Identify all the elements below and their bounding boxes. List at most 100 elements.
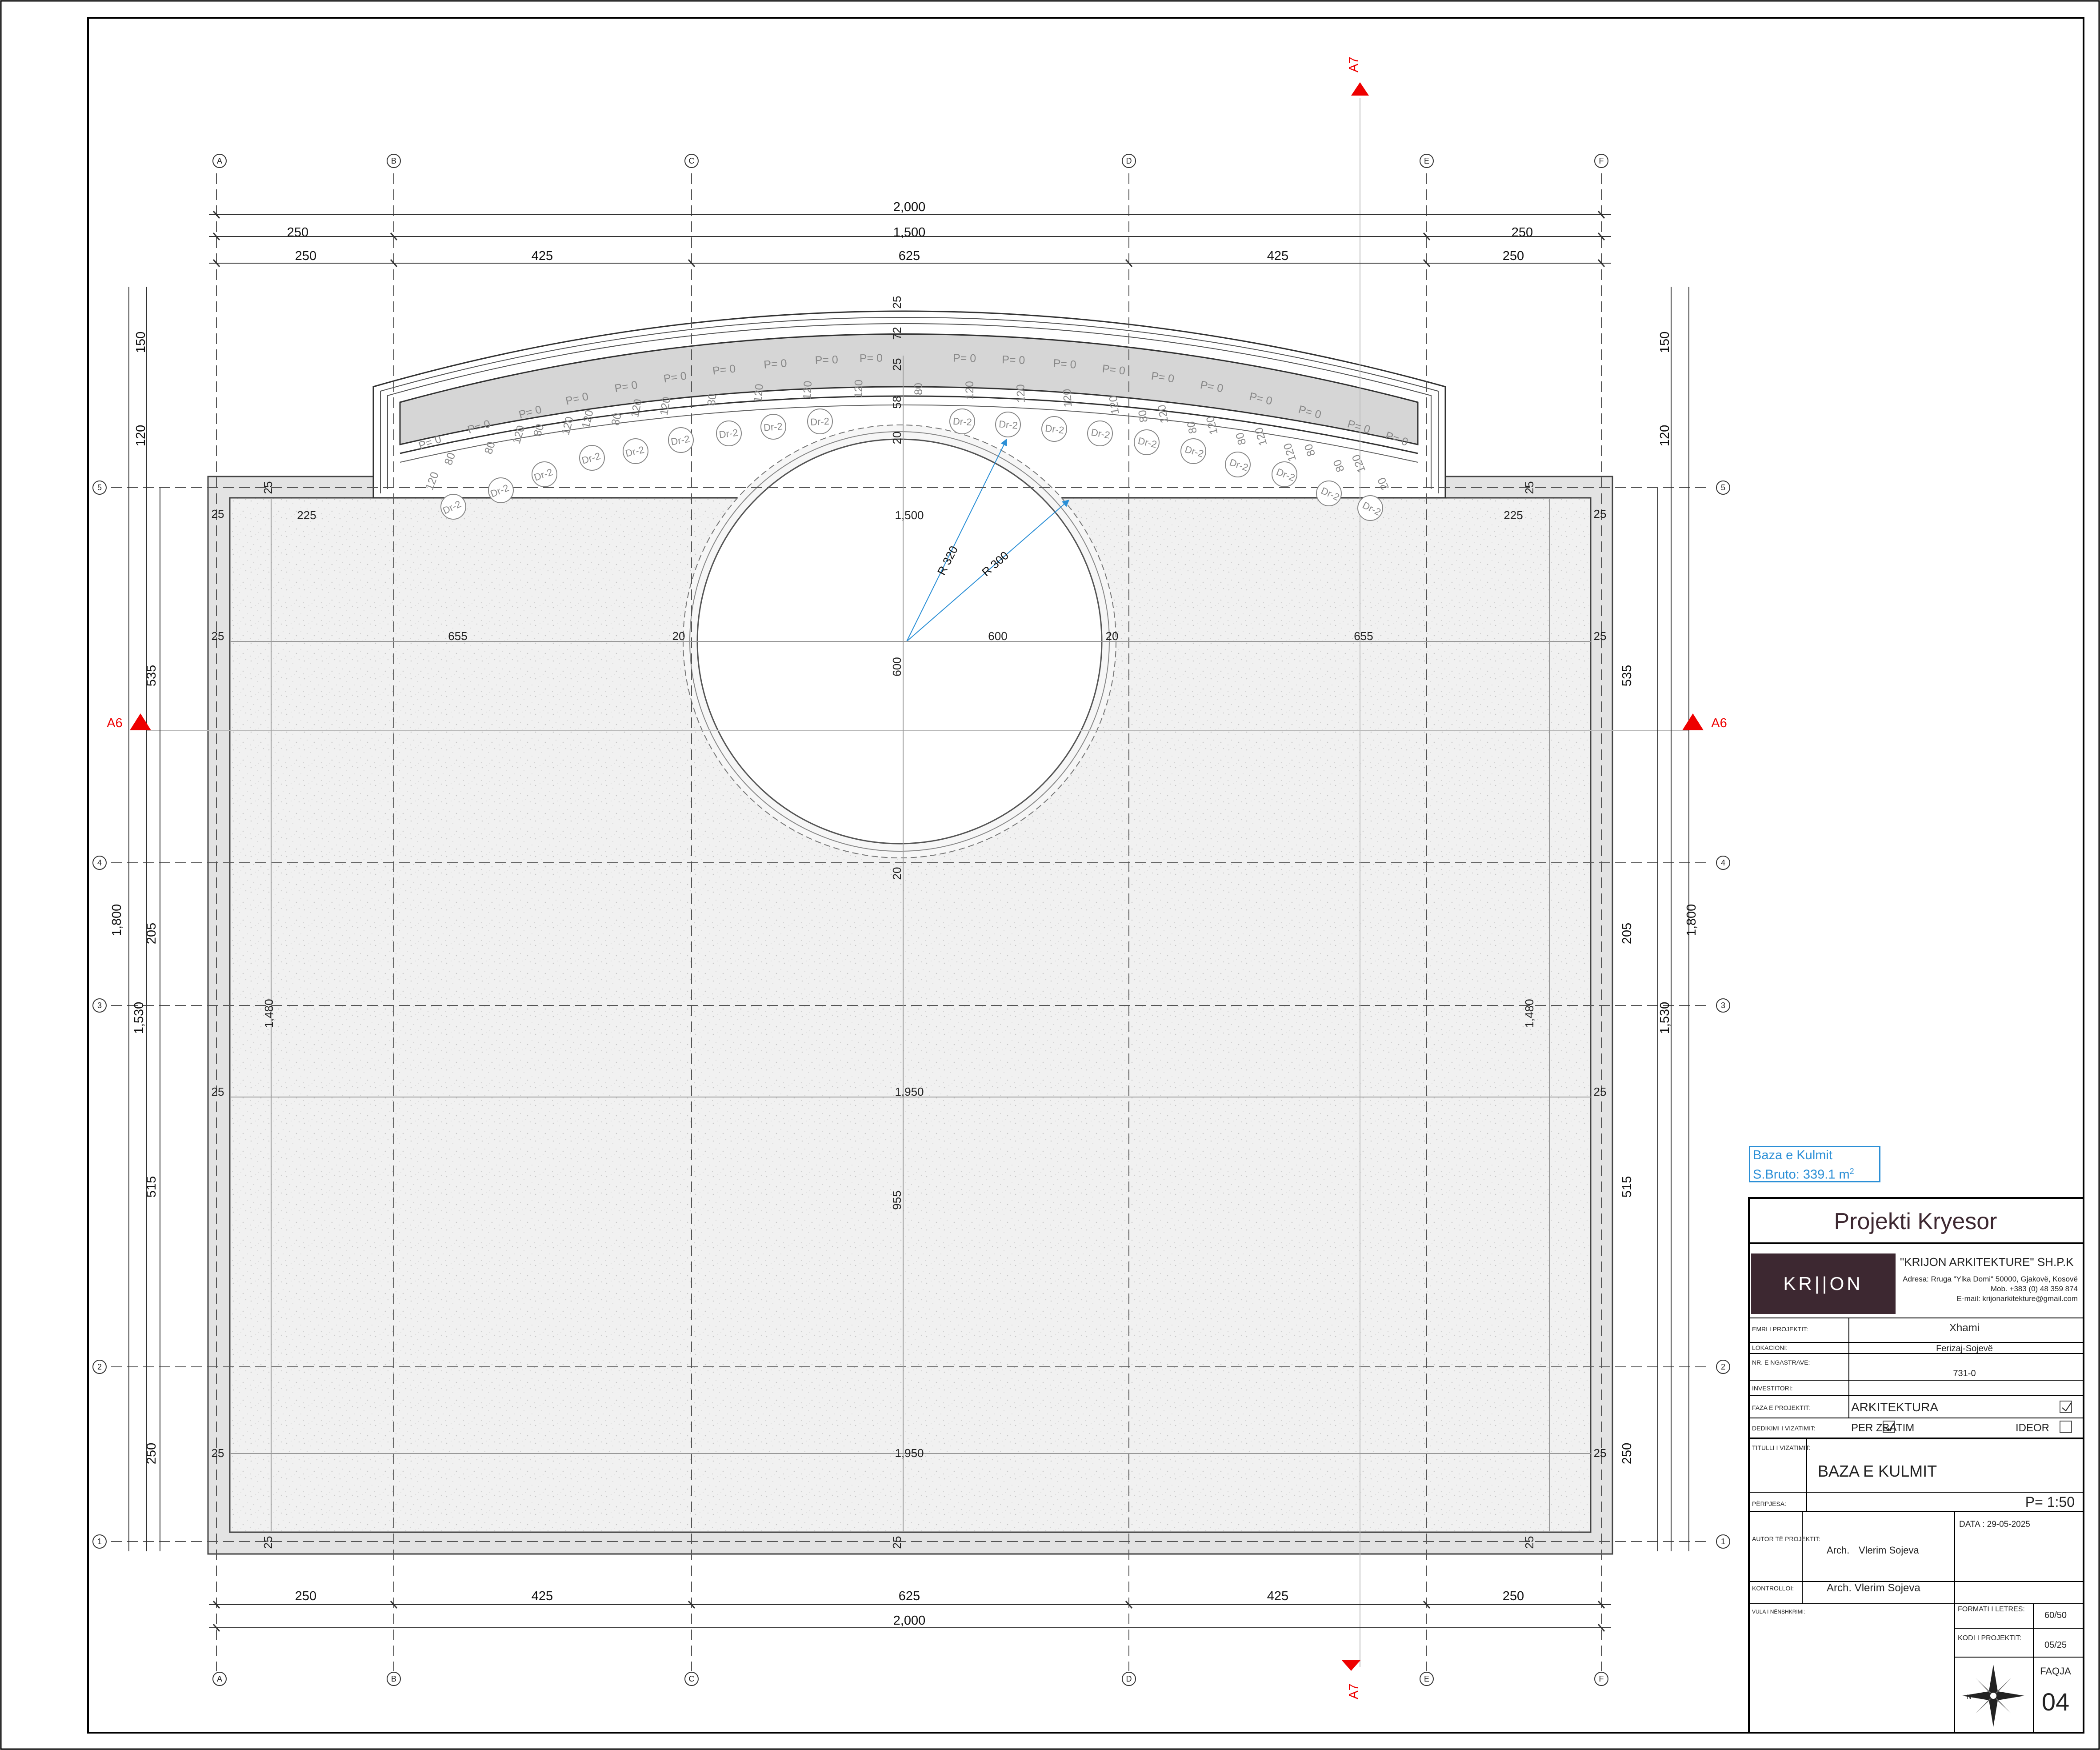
svg-text:P= 0: P= 0: [1101, 362, 1126, 377]
svg-text:1,480: 1,480: [1523, 999, 1536, 1028]
dim-right-205: 205: [1620, 923, 1634, 944]
svg-text:80: 80: [705, 393, 719, 407]
grid-2-right: 2: [1721, 1362, 1725, 1371]
dimension-lines: [128, 214, 1689, 1628]
svg-text:P= 0: P= 0: [815, 353, 838, 367]
dim-left-120: 120: [134, 425, 148, 446]
svg-text:Dr-2: Dr-2: [1044, 423, 1065, 436]
svg-text:20: 20: [890, 432, 904, 445]
svg-text:58: 58: [890, 396, 904, 409]
dim-right-250: 250: [1620, 1443, 1634, 1464]
svg-text:25: 25: [890, 1536, 904, 1549]
grid-d-bottom: D: [1126, 1674, 1132, 1683]
svg-text:LOKACIONI:: LOKACIONI:: [1752, 1344, 1788, 1351]
project-name: Xhami: [1949, 1322, 1980, 1334]
dim-left-250: 250: [144, 1443, 159, 1464]
grid-5-right: 5: [1721, 483, 1725, 492]
grid-1-left: 1: [97, 1537, 102, 1546]
grid-2-left: 2: [97, 1362, 102, 1371]
svg-text:25: 25: [1523, 481, 1536, 494]
svg-text:FORMATI I LETRES:: FORMATI I LETRES:: [1958, 1606, 2025, 1613]
grid-bubble-labels: A B C D E F A B C D E F 5 4 3 2 1 5 4 3 …: [97, 156, 1725, 1683]
ideor-label: IDEOR: [2016, 1422, 2049, 1434]
svg-text:TITULLI I VIZATIMIT:: TITULLI I VIZATIMIT:: [1752, 1444, 1810, 1451]
area-tag-prefix: S.Bruto: 339.1 m: [1753, 1167, 1850, 1182]
svg-text:655: 655: [1354, 629, 1373, 643]
checked-by: Arch. Vlerim Sojeva: [1827, 1582, 1920, 1594]
svg-text:Dr-2: Dr-2: [952, 416, 972, 428]
roof-plan: [207, 310, 1613, 1555]
svg-text:1,950: 1,950: [895, 1446, 924, 1460]
svg-text:FAZA E PROJEKTIT:: FAZA E PROJEKTIT:: [1752, 1404, 1810, 1411]
company-address: Adresa: Rruga "Ylka Domi" 50000, Gjakovë…: [1903, 1275, 2078, 1283]
area-tag-value: S.Bruto: 339.1 m2: [1750, 1163, 1879, 1183]
dimension-text: 2,000 1,500 250 250 250 425 625 425 250 …: [287, 200, 1533, 1628]
area-tag-sup: 2: [1849, 1167, 1854, 1176]
svg-text:25: 25: [261, 481, 275, 494]
r320-arrow: [906, 438, 1007, 642]
dim-top-total: 2,000: [893, 200, 926, 214]
svg-text:20: 20: [672, 629, 685, 643]
svg-text:EMRI I PROJEKTIT:: EMRI I PROJEKTIT:: [1752, 1326, 1808, 1333]
dim-top-side-left: 250: [287, 225, 308, 240]
dim-bottom-bay-4: 425: [1267, 1589, 1288, 1603]
grid-lines: [111, 173, 1711, 1671]
area-tag-name: Baza e Kulmit: [1753, 1148, 1832, 1162]
dim-left-total: 1,800: [110, 904, 124, 937]
section-a7-bottom-label: A7: [1347, 1683, 1361, 1699]
svg-text:20: 20: [1106, 629, 1119, 643]
svg-text:P= 0: P= 0: [1002, 353, 1025, 367]
grid-b-bottom: B: [391, 1674, 396, 1683]
section-a6-left-marker: [130, 713, 151, 730]
dimension-ticks: [212, 211, 1605, 1632]
dim-left-535: 535: [144, 665, 159, 686]
grid-e-bottom: E: [1424, 1674, 1429, 1683]
dim-top-bay-1: 250: [295, 249, 316, 263]
svg-text:1,500: 1,500: [895, 509, 924, 522]
arch-grey-band: [399, 333, 1419, 445]
company-mobile: Mob. +383 (0) 48 359 874: [1991, 1285, 2078, 1293]
grid-1-right: 1: [1721, 1537, 1725, 1546]
grid-f-top: F: [1599, 156, 1604, 165]
drawing-date: DATA : 29-05-2025: [1959, 1520, 2030, 1529]
svg-text:72: 72: [890, 327, 904, 340]
svg-text:25: 25: [890, 358, 904, 371]
section-a7-top-label: A7: [1347, 56, 1361, 72]
dim-left-sub: 1,530: [132, 1002, 146, 1034]
dim-top-side-right: 250: [1512, 225, 1533, 240]
svg-text:25: 25: [1594, 1085, 1607, 1098]
svg-text:KONTROLLOI:: KONTROLLOI:: [1752, 1585, 1794, 1592]
north-arrow-icon: [1962, 1665, 2024, 1727]
svg-text:25: 25: [212, 1085, 224, 1098]
svg-text:25: 25: [212, 1446, 224, 1460]
arch-frame-3: [387, 323, 1432, 489]
downspout-labels: Dr-2 Dr-2 Dr-2 Dr-2 Dr-2 Dr-2 Dr-2 Dr-2 …: [441, 416, 1383, 518]
author-name: Vlerim Sojeva: [1859, 1545, 1919, 1556]
section-markers: [130, 82, 1704, 1671]
svg-text:PËRPJESA:: PËRPJESA:: [1752, 1500, 1786, 1507]
area-tag: Baza e Kulmit S.Bruto: 339.1 m2: [1749, 1146, 1880, 1182]
svg-text:FAQJA: FAQJA: [2040, 1666, 2071, 1677]
svg-text:VULA I NËNSHKRIMI:: VULA I NËNSHKRIMI:: [1752, 1609, 1805, 1615]
section-a7-bottom-marker: [1341, 1660, 1361, 1671]
grid-a-bottom: A: [217, 1674, 222, 1683]
reference-lines: [230, 356, 1591, 1532]
dim-right-150: 150: [1658, 332, 1672, 353]
svg-text:600: 600: [988, 629, 1007, 643]
svg-text:N: N: [1967, 1693, 1971, 1700]
section-a7-top-marker: [1351, 82, 1369, 96]
project-location: Ferizaj-Sojevë: [1936, 1344, 1993, 1354]
grid-c-bottom: C: [689, 1674, 695, 1683]
svg-text:120: 120: [964, 381, 976, 400]
grid-e-top: E: [1424, 156, 1429, 165]
svg-text:25: 25: [1594, 1446, 1607, 1460]
svg-text:P= 0: P= 0: [953, 352, 976, 365]
svg-text:225: 225: [297, 509, 316, 522]
dim-left-205: 205: [144, 923, 159, 944]
svg-text:20: 20: [890, 867, 904, 880]
svg-text:25: 25: [1523, 1536, 1536, 1549]
drawing-scale: P= 1:50: [2025, 1494, 2075, 1510]
svg-text:25: 25: [1594, 507, 1607, 521]
dim-left-515: 515: [144, 1176, 159, 1197]
